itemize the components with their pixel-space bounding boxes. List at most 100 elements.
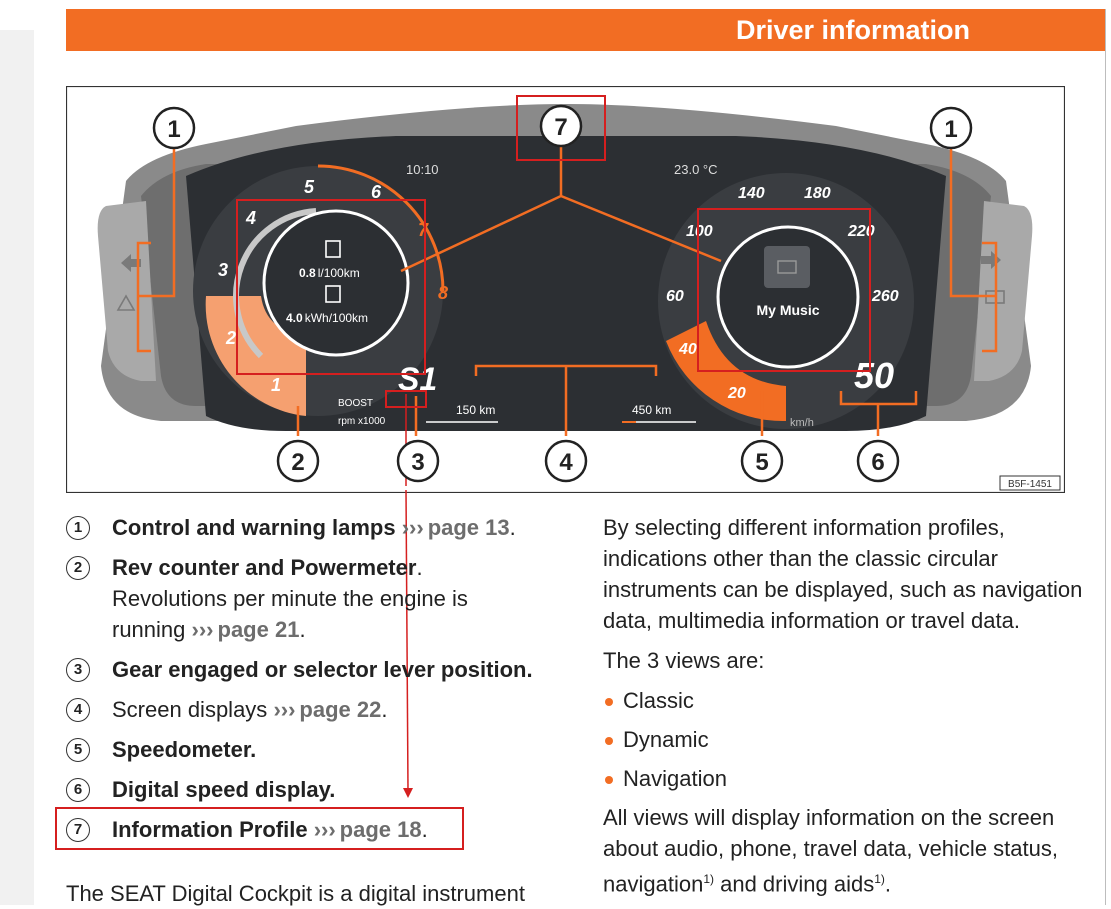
item-number: 7 — [66, 818, 90, 842]
paragraph: All views will display information on th… — [603, 802, 1098, 899]
link-prefix: ››› — [401, 515, 424, 540]
item-number: 5 — [66, 738, 90, 762]
page-margin-bar — [0, 30, 34, 905]
item-end: . — [299, 617, 306, 642]
section-header: Driver information — [66, 9, 1106, 51]
list-item: 1 Control and warning lamps ›››page 13. — [66, 512, 586, 543]
bullet-text: Classic — [623, 688, 694, 713]
item-end: . — [381, 697, 388, 722]
rev-orange-fill — [205, 296, 306, 416]
range-right: 450 km — [632, 403, 671, 417]
views-intro: The 3 views are: — [603, 648, 765, 673]
item-number: 4 — [66, 698, 90, 722]
item-title: Gear engaged or selector lever position. — [112, 657, 533, 682]
page-link[interactable]: page 18 — [339, 817, 422, 842]
bullet-text: Dynamic — [623, 727, 709, 752]
item-title: Information Profile — [112, 817, 308, 842]
list-item: 6 Digital speed display. — [66, 774, 586, 805]
rev-tick: 1 — [271, 375, 281, 395]
section-title: Driver information — [735, 15, 970, 45]
callout-1-right: 1 — [944, 116, 957, 143]
item-title: Rev counter and Powermeter — [112, 555, 417, 580]
speed-tick: 20 — [727, 385, 746, 402]
speed-unit: km/h — [790, 417, 814, 429]
link-prefix: ››› — [273, 697, 296, 722]
callout-5: 5 — [755, 449, 768, 476]
bullet-item: Navigation — [603, 763, 1098, 794]
left-arrow-icon — [121, 254, 141, 272]
item-end: . — [509, 515, 516, 540]
highlight-box-item-7 — [55, 807, 464, 850]
bullet-dot — [605, 698, 613, 706]
callout-7: 7 — [554, 114, 567, 141]
item-number: 2 — [66, 556, 90, 580]
figure-code: B5F-1451 — [1008, 479, 1052, 490]
rev-tick: 6 — [371, 182, 382, 202]
bullet-dot — [605, 737, 613, 745]
list-item: 4 Screen displays ›››page 22. — [66, 694, 586, 725]
clock-readout: 10:10 — [406, 162, 439, 177]
item-number: 6 — [66, 778, 90, 802]
music-dial — [716, 225, 860, 369]
body-text-cutoff: The SEAT Digital Cockpit is a digital in… — [66, 881, 525, 906]
link-prefix: ››› — [191, 617, 214, 642]
footnote-ref: 1) — [703, 872, 714, 886]
range-left: 150 km — [456, 403, 495, 417]
link-prefix: ››› — [313, 817, 336, 842]
left-lamp-pod — [97, 201, 156, 381]
item-title: Digital speed display. — [112, 777, 336, 802]
rev-tick: 2 — [225, 328, 236, 348]
boost-label: BOOST — [338, 398, 373, 409]
digital-speed: 50 — [854, 355, 894, 396]
item-number: 1 — [66, 516, 90, 540]
para-text: All views will display information on th… — [603, 805, 1058, 897]
legend-list: 1 Control and warning lamps ›››page 13. … — [66, 512, 586, 854]
callout-1-left: 1 — [167, 116, 180, 143]
list-item: 2 Rev counter and Powermeter. Revolution… — [66, 552, 532, 645]
warning-icon — [116, 294, 136, 311]
bullet-dot — [605, 776, 613, 784]
item-title: Speedometer. — [112, 737, 257, 762]
speed-tick: 60 — [666, 288, 684, 305]
rev-tick: 4 — [245, 208, 256, 228]
callout-4: 4 — [559, 449, 573, 476]
page-link[interactable]: page 21 — [217, 617, 300, 642]
speed-tick: 140 — [738, 185, 765, 202]
rev-tick: 3 — [218, 260, 228, 280]
speed-tick: 260 — [871, 288, 899, 305]
bullet-item: Dynamic — [603, 724, 1098, 755]
footnote-ref: 1) — [874, 872, 885, 886]
item-end: . — [421, 817, 428, 842]
speed-tick: 180 — [804, 185, 831, 202]
rpm-label: rpm x1000 — [338, 416, 386, 427]
speed-tick: 220 — [847, 223, 875, 240]
music-label: My Music — [756, 302, 819, 318]
rev-tick: 7 — [418, 220, 429, 240]
annotation-arrow — [403, 490, 413, 798]
callout-2: 2 — [291, 449, 304, 476]
rev-tick: 5 — [304, 177, 315, 197]
rev-tick: 8 — [438, 283, 448, 303]
temperature-readout: 23.0 °C — [674, 162, 718, 177]
bullet-item: Classic — [603, 685, 1098, 716]
list-item: 3 Gear engaged or selector lever positio… — [66, 654, 586, 685]
consumption-dial — [262, 209, 410, 357]
paragraph: By selecting different information profi… — [603, 515, 1083, 633]
page-link[interactable]: page 13 — [427, 515, 510, 540]
callout-3: 3 — [411, 449, 424, 476]
para-text: . — [884, 871, 891, 897]
item-number: 3 — [66, 658, 90, 682]
item-text: . Revolutions per minute the engine is r… — [112, 555, 468, 642]
right-column: By selecting different information profi… — [603, 512, 1098, 908]
item-title: Control and warning lamps — [112, 515, 396, 540]
bullet-text: Navigation — [623, 766, 727, 791]
speed-tick: 40 — [678, 341, 697, 358]
callout-6: 6 — [871, 449, 884, 476]
para-text: and driving aids — [713, 871, 875, 897]
speed-tick: 100 — [686, 223, 713, 240]
page-link[interactable]: page 22 — [299, 697, 382, 722]
list-item: 5 Speedometer. — [66, 734, 586, 765]
